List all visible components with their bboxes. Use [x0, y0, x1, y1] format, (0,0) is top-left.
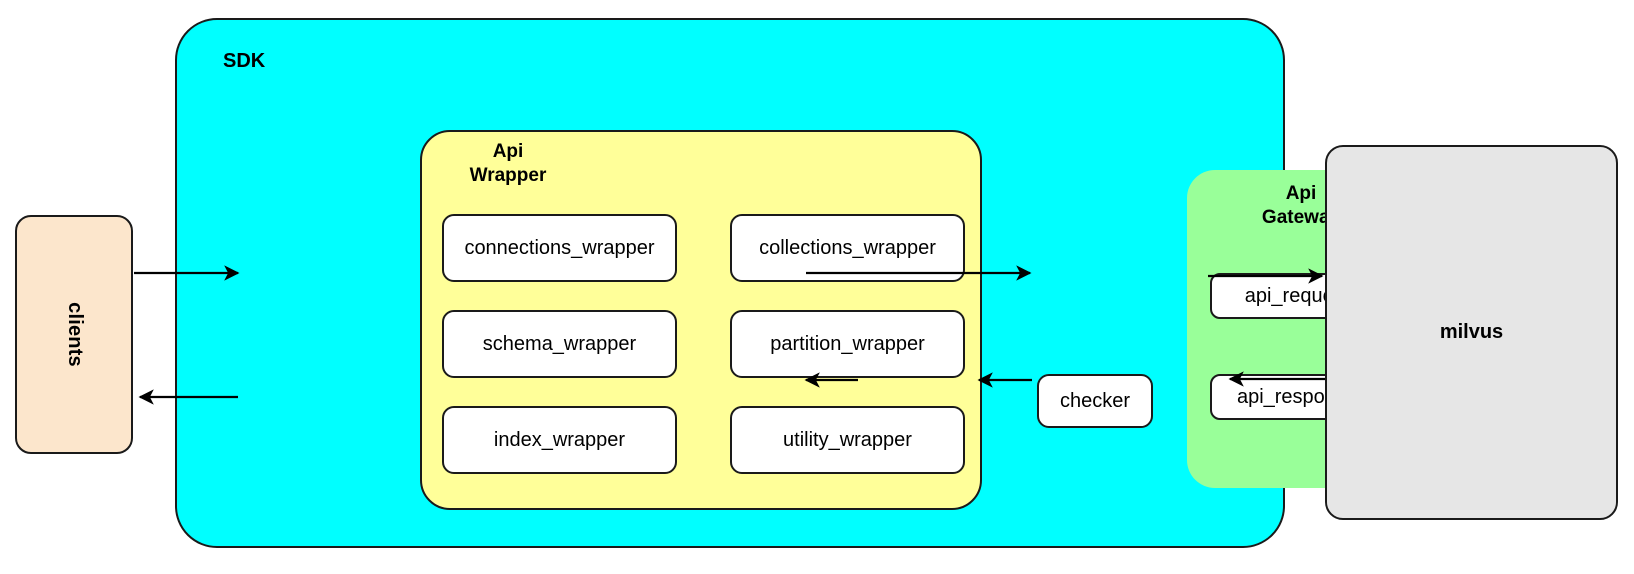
module-label: index_wrapper	[493, 428, 626, 451]
milvus-node[interactable]: milvus	[1325, 145, 1618, 520]
api-wrapper-title-line1: Api	[492, 141, 524, 162]
api-request-label: api_request	[1244, 284, 1350, 307]
module-label: connections_wrapper	[464, 236, 655, 259]
clients-label: clients	[63, 302, 86, 367]
module-schema-wrapper[interactable]: schema_wrapper	[442, 310, 677, 378]
api-wrapper-title-line2: Wrapper	[469, 165, 547, 187]
module-label: utility_wrapper	[783, 428, 912, 451]
module-collections-wrapper[interactable]: collections_wrapper	[730, 214, 965, 282]
api-gateway-title-line2: Gateway	[1261, 207, 1341, 229]
sdk-container[interactable]: SDK Api Wrapper connections_wrapper coll…	[175, 18, 1415, 548]
sdk-title: SDK	[223, 50, 266, 72]
api-wrapper-group[interactable]: Api Wrapper connections_wrapper collecti…	[420, 130, 982, 510]
milvus-label: milvus	[1439, 321, 1504, 343]
module-label: partition_wrapper	[770, 332, 925, 355]
module-label: schema_wrapper	[482, 332, 637, 355]
module-index-wrapper[interactable]: index_wrapper	[442, 406, 677, 474]
api-wrapper-title: Api Wrapper	[438, 140, 578, 189]
api-gateway-title-line1: Api	[1285, 183, 1317, 204]
checker-node[interactable]: checker	[1037, 374, 1153, 428]
module-connections-wrapper[interactable]: connections_wrapper	[442, 214, 677, 282]
module-label: collections_wrapper	[759, 236, 936, 259]
module-partition-wrapper[interactable]: partition_wrapper	[730, 310, 965, 378]
api-gateway-title: Api Gateway	[1201, 182, 1401, 231]
checker-label: checker	[1059, 389, 1131, 412]
module-utility-wrapper[interactable]: utility_wrapper	[730, 406, 965, 474]
clients-node[interactable]: clients	[15, 215, 133, 454]
